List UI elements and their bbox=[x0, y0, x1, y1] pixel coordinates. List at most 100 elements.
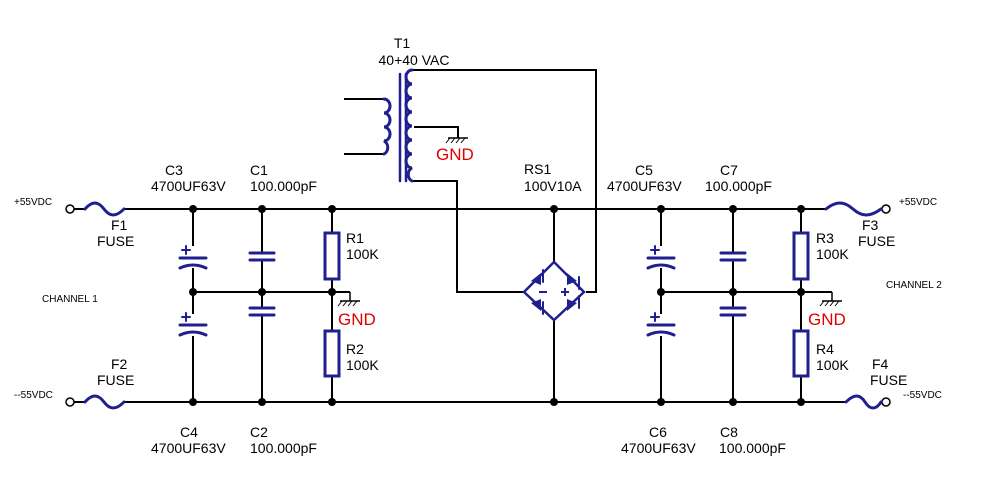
resistor-symbols bbox=[323, 231, 810, 378]
c3-ref: C3 bbox=[165, 162, 183, 178]
ch2-neg-supply: --55VDC bbox=[903, 390, 942, 401]
ground-icon bbox=[819, 292, 842, 307]
fuse-f4 bbox=[844, 394, 883, 410]
junction-dot bbox=[729, 205, 737, 213]
f4-ref: F4 bbox=[872, 356, 889, 372]
ch1-neg-supply: --55VDC bbox=[14, 390, 53, 401]
junction-dot bbox=[550, 205, 558, 213]
c7-ref: C7 bbox=[720, 162, 738, 178]
wires bbox=[72, 69, 884, 403]
channel1-label: CHANNEL 1 bbox=[42, 294, 98, 305]
bridge-outline bbox=[522, 260, 586, 322]
junction-dot bbox=[657, 398, 665, 406]
junction-dot bbox=[797, 398, 805, 406]
transformer-t1 bbox=[382, 68, 414, 183]
channel2-label: CHANNEL 2 bbox=[886, 280, 942, 291]
r2-value: 100K bbox=[346, 357, 379, 373]
c6-value: 4700UF63V bbox=[621, 440, 696, 456]
capacitor-c4 bbox=[178, 312, 208, 337]
ground-icon bbox=[445, 137, 468, 144]
capacitor-c7 bbox=[719, 251, 747, 262]
c1-value: 100.000pF bbox=[250, 178, 317, 194]
transformer-value: 40+40 VAC bbox=[379, 52, 450, 68]
secondary-coil bbox=[404, 68, 414, 183]
junction-dot bbox=[258, 205, 266, 213]
r3-ref: R3 bbox=[816, 230, 834, 246]
f1-value: FUSE bbox=[97, 233, 134, 249]
c5-value: 4700UF63V bbox=[607, 178, 682, 194]
c8-ref: C8 bbox=[720, 424, 738, 440]
terminals bbox=[65, 204, 891, 407]
capacitor-c6 bbox=[646, 312, 676, 337]
r4-ref: R4 bbox=[816, 341, 834, 357]
junction-dot bbox=[657, 288, 665, 296]
primary-coil bbox=[382, 97, 392, 156]
f1-ref: F1 bbox=[111, 217, 128, 233]
junction-dot bbox=[797, 205, 805, 213]
junction-dot bbox=[550, 398, 558, 406]
junction-dot bbox=[729, 288, 737, 296]
junction-dot bbox=[258, 398, 266, 406]
rectifier-value: 100V10A bbox=[524, 178, 582, 194]
junction-dot bbox=[657, 205, 665, 213]
bridge-rectifier-rs1 bbox=[522, 260, 586, 322]
fuse-f2 bbox=[83, 394, 126, 410]
f2-value: FUSE bbox=[97, 372, 134, 388]
f2-ref: F2 bbox=[111, 356, 128, 372]
terminal-pos-right bbox=[881, 204, 891, 214]
terminal-neg-right bbox=[881, 397, 891, 407]
fuse-f1 bbox=[83, 201, 126, 217]
c3-value: 4700UF63V bbox=[151, 178, 226, 194]
junction-dot bbox=[328, 398, 336, 406]
c1-ref: C1 bbox=[250, 162, 268, 178]
junction-dot bbox=[797, 288, 805, 296]
ch1-pos-supply: +55VDC bbox=[14, 197, 52, 208]
ground-symbols bbox=[337, 137, 842, 307]
c2-value: 100.000pF bbox=[250, 440, 317, 456]
transformer-ref: T1 bbox=[394, 35, 411, 51]
capacitor-symbols bbox=[178, 245, 747, 337]
junction-dot bbox=[258, 288, 266, 296]
labels: T1 40+40 VAC GND RS1 100V10A +55VDC --55… bbox=[14, 35, 942, 456]
fuse-symbols bbox=[83, 201, 883, 410]
capacitor-c5 bbox=[646, 245, 676, 270]
c7-value: 100.000pF bbox=[705, 178, 772, 194]
gnd-label-ch2: GND bbox=[808, 310, 846, 329]
ch2-pos-supply: +55VDC bbox=[899, 197, 937, 208]
c8-value: 100.000pF bbox=[719, 440, 786, 456]
resistor-r4 bbox=[792, 329, 810, 378]
resistor-r3 bbox=[792, 231, 810, 281]
r4-value: 100K bbox=[816, 357, 849, 373]
r2-ref: R2 bbox=[346, 341, 364, 357]
f3-value: FUSE bbox=[858, 233, 895, 249]
capacitor-c2 bbox=[248, 306, 276, 317]
c5-ref: C5 bbox=[635, 162, 653, 178]
resistor-r1 bbox=[323, 231, 341, 281]
gnd-label-transformer: GND bbox=[436, 145, 474, 164]
junction-dot bbox=[328, 288, 336, 296]
junction-dot bbox=[189, 398, 197, 406]
junction-dots bbox=[189, 205, 805, 406]
terminal-neg-left bbox=[65, 397, 75, 407]
c4-ref: C4 bbox=[180, 424, 198, 440]
resistor-r2 bbox=[323, 329, 341, 378]
ground-icon bbox=[337, 292, 360, 307]
c2-ref: C2 bbox=[250, 424, 268, 440]
gnd-label-ch1: GND bbox=[338, 310, 376, 329]
rectifier-ref: RS1 bbox=[524, 161, 551, 177]
f3-ref: F3 bbox=[862, 217, 879, 233]
r1-ref: R1 bbox=[346, 230, 364, 246]
junction-dot bbox=[189, 205, 197, 213]
r1-value: 100K bbox=[346, 246, 379, 262]
c6-ref: C6 bbox=[649, 424, 667, 440]
c4-value: 4700UF63V bbox=[151, 440, 226, 456]
terminal-pos-left bbox=[65, 204, 75, 214]
junction-dot bbox=[189, 288, 197, 296]
capacitor-c3 bbox=[178, 245, 208, 270]
capacitor-c1 bbox=[248, 251, 276, 262]
f4-value: FUSE bbox=[870, 372, 907, 388]
capacitor-c8 bbox=[719, 306, 747, 317]
junction-dot bbox=[328, 205, 336, 213]
r3-value: 100K bbox=[816, 246, 849, 262]
